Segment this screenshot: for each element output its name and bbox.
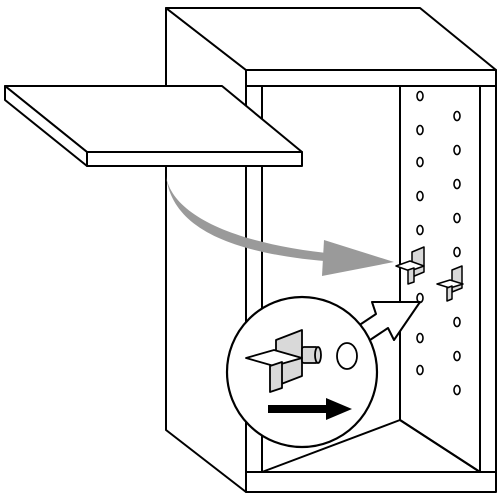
peg-hole — [453, 110, 461, 122]
peg-hole — [416, 90, 424, 102]
peg-hole — [453, 144, 461, 156]
shelf-pin-support — [407, 267, 415, 285]
peg-hole — [453, 246, 461, 258]
enlarged-pin-ledge — [245, 349, 303, 367]
peg-hole — [416, 364, 424, 376]
enlarged-pin-support — [269, 361, 283, 393]
peg-hole — [453, 350, 461, 362]
shelf-pin-ledge — [395, 260, 425, 272]
shelf-pin-front — [395, 246, 425, 285]
peg-hole — [453, 384, 461, 396]
peg-hole — [453, 316, 461, 328]
peg-hole — [416, 190, 424, 202]
peg-hole — [453, 212, 461, 224]
push-direction-arrow-head — [326, 398, 352, 420]
shelf-pin-icon — [451, 265, 463, 293]
shelf-pin-support — [446, 285, 453, 302]
peg-hole — [416, 124, 424, 136]
shelf-pin-ledge — [436, 279, 464, 289]
enlarged-peg-hole-icon — [336, 342, 358, 370]
cabinet-top-front-edge — [245, 69, 497, 87]
shelf-board — [4, 85, 303, 167]
cabinet-interior-floor-edge — [399, 419, 481, 473]
enlarged-shelf-pin-icon — [245, 329, 322, 393]
detail-callout — [225, 295, 421, 449]
peg-hole — [416, 224, 424, 236]
shelf-side-edge — [4, 85, 88, 167]
cabinet-bottom-front-edge — [245, 471, 497, 493]
peg-holes — [416, 90, 461, 396]
peg-hole — [416, 156, 424, 168]
peg-hole — [416, 332, 424, 344]
push-direction-arrow-shaft — [268, 405, 330, 413]
curved-guide-arrow-icon — [166, 176, 394, 276]
cabinet-left-side-panel — [165, 7, 247, 493]
curved-guide-arrow-head — [322, 240, 394, 276]
curved-guide-arrow-shaft — [166, 176, 336, 262]
shelf-pin-rear — [436, 265, 464, 302]
cabinet-right-front-edge — [479, 85, 497, 473]
enlarged-pin-peg-end — [314, 346, 322, 364]
peg-hole — [453, 178, 461, 190]
shelf-front-edge — [86, 151, 303, 167]
push-direction-arrow-icon — [268, 398, 352, 420]
